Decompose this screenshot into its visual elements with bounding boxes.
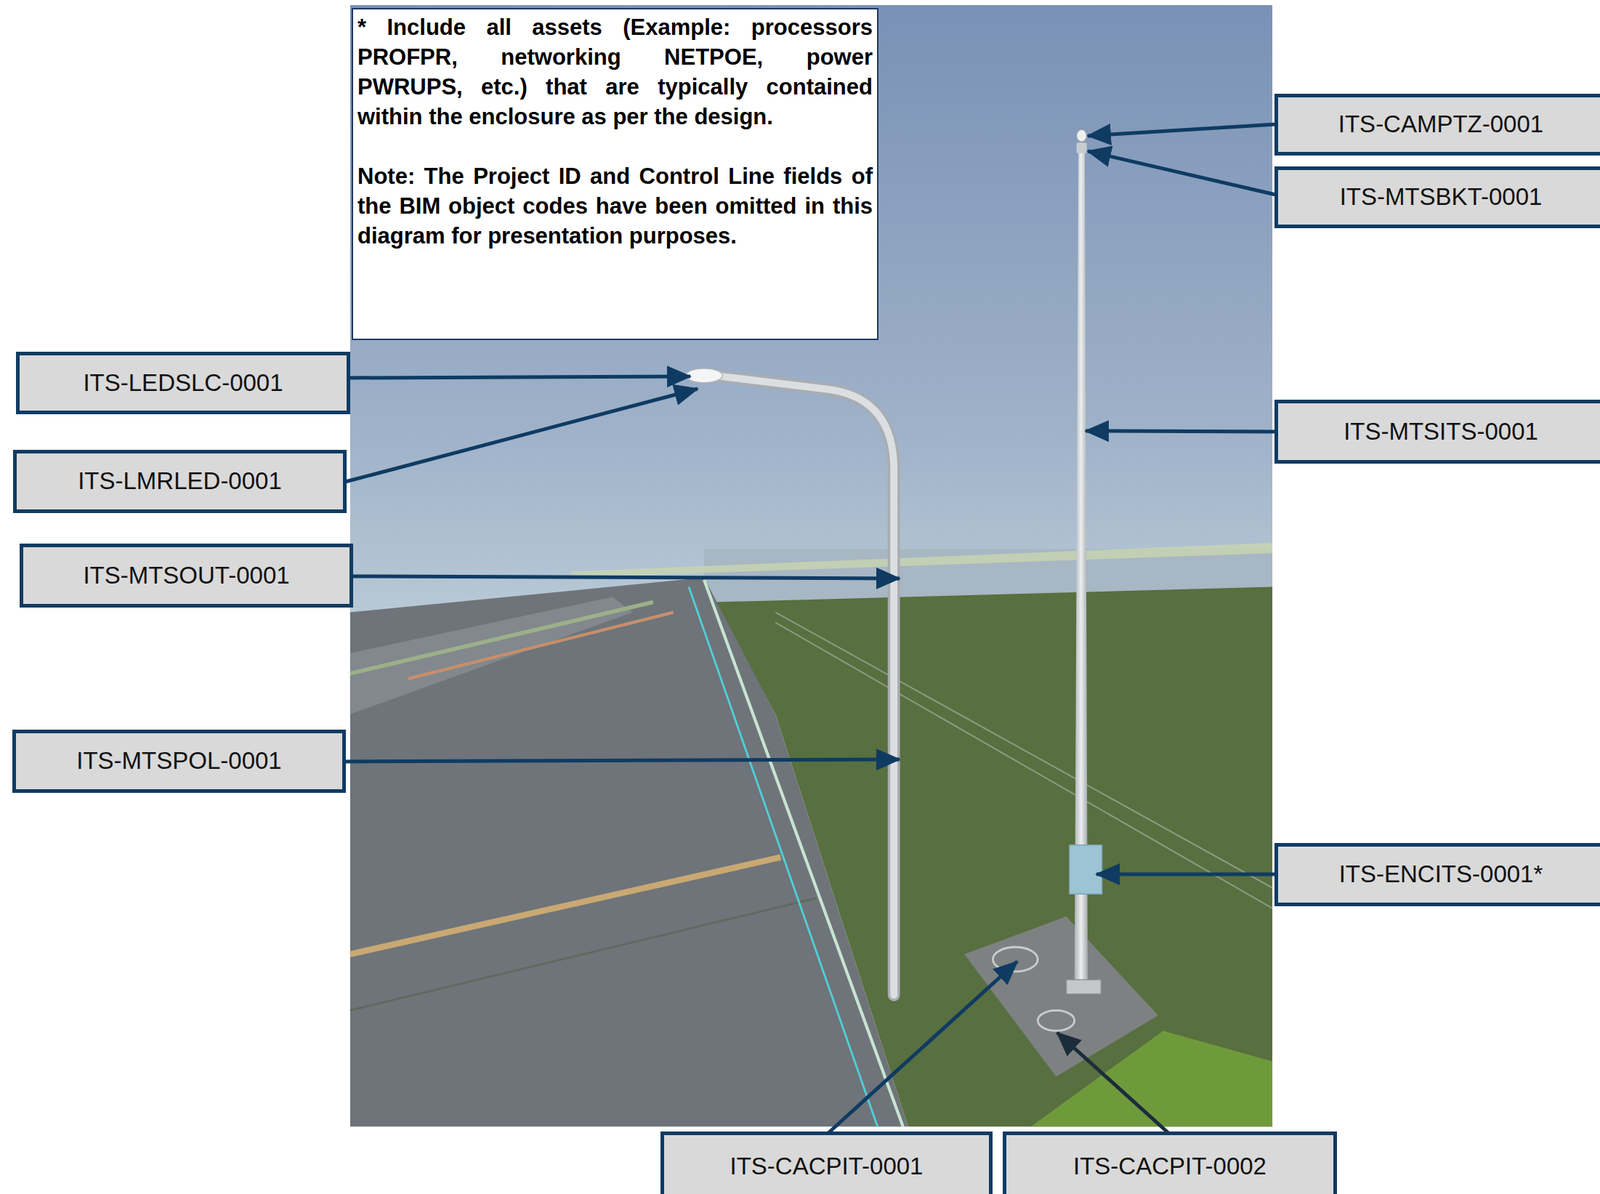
asset-code: ITS-LMRLED-0001 — [77, 467, 282, 495]
median — [350, 597, 633, 715]
leader-arrow — [1096, 872, 1276, 877]
leader-arrow — [344, 759, 900, 762]
asset-code: ITS-MTSBKT-0001 — [1339, 183, 1543, 210]
note-paragraph: Note: The Project ID and Control Line fi… — [357, 161, 873, 251]
asset-code: ITS-ENCITS-0001* — [1339, 861, 1544, 888]
note-paragraph: * Include all assets (Example: processor… — [357, 12, 873, 132]
asset-code-box: ITS-MTSITS-0001 — [1274, 399, 1600, 464]
asset-code-box: ITS-LEDSLC-0001 — [15, 351, 351, 415]
leader-arrow — [345, 388, 698, 482]
lane-line — [350, 857, 782, 955]
leader-arrow — [828, 961, 1018, 1133]
lane-line — [350, 898, 817, 1010]
asset-code-box: ITS-CACPIT-0001 — [660, 1131, 993, 1194]
asset-code-box: ITS-MTSOUT-0001 — [19, 543, 354, 608]
fence — [775, 622, 1273, 909]
ptz-camera — [1076, 129, 1088, 142]
leader-arrow — [1057, 1032, 1169, 1133]
light-pole-shadow — [714, 375, 894, 995]
luminaire — [685, 368, 723, 383]
asset-code: ITS-MTSPOL-0001 — [76, 747, 282, 774]
road-edge-line — [688, 586, 878, 1127]
asset-code-box: ITS-CACPIT-0002 — [1002, 1131, 1337, 1194]
asset-code: ITS-CACPIT-0001 — [730, 1153, 924, 1180]
sky — [350, 5, 1274, 618]
asset-code: ITS-MTSOUT-0001 — [82, 562, 290, 589]
note-box: * Include all assets (Example: processor… — [351, 7, 879, 341]
road-surface — [350, 577, 909, 1127]
median-kerb — [350, 602, 654, 674]
mounting-bracket — [1076, 143, 1088, 154]
asset-code: ITS-CAMPTZ-0001 — [1338, 111, 1544, 138]
leader-arrow — [348, 376, 691, 378]
lane-line — [408, 612, 674, 679]
asset-code-box: ITS-CAMPTZ-0001 — [1274, 93, 1600, 156]
horizon-strip — [571, 542, 1273, 578]
leader-arrow — [1085, 430, 1276, 432]
leader-arrow — [1087, 151, 1276, 195]
its-enclosure — [1069, 845, 1103, 894]
asset-code: ITS-CACPIT-0002 — [1073, 1153, 1267, 1180]
road-edge-line — [704, 579, 904, 1127]
asset-code-box: ITS-MTSPOL-0001 — [12, 729, 346, 793]
leader-arrow — [351, 576, 900, 579]
fence — [775, 612, 1273, 888]
pole-base-plate — [1066, 979, 1102, 995]
asset-code: ITS-MTSITS-0001 — [1343, 418, 1539, 445]
concrete-pad — [964, 916, 1159, 1077]
asset-code-box: ITS-ENCITS-0001* — [1274, 842, 1600, 907]
leader-arrow — [1087, 124, 1276, 136]
cable-pit — [1037, 1009, 1075, 1031]
cable-pit — [992, 946, 1038, 972]
light-pole — [714, 375, 894, 995]
asset-code-box: ITS-LMRLED-0001 — [13, 449, 347, 513]
asset-code-box: ITS-MTSBKT-0001 — [1274, 166, 1600, 229]
asset-code: ITS-LEDSLC-0001 — [82, 369, 283, 397]
